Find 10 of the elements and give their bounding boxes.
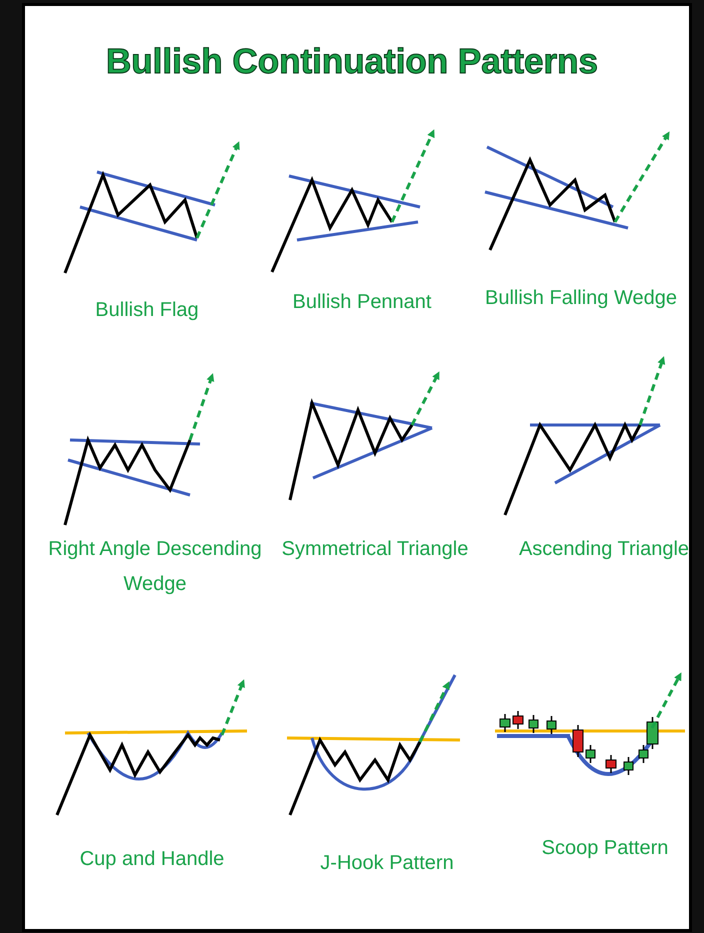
page-title: Bullish Continuation Patterns [106,42,598,82]
pattern-caption: Symmetrical Triangle [280,537,470,562]
pattern-caption: Right Angle Descending Wedge [47,537,263,597]
pattern-caption: Ascending Triangle [518,537,690,562]
pattern-caption: Cup and Handle [78,847,226,872]
pattern-caption: Bullish Falling Wedge [484,286,678,311]
pattern-caption: Bullish Pennant [292,290,432,315]
pattern-caption: Bullish Flag [94,298,200,323]
pattern-caption: Scoop Pattern [540,836,670,861]
pattern-caption: J-Hook Pattern [319,851,455,876]
